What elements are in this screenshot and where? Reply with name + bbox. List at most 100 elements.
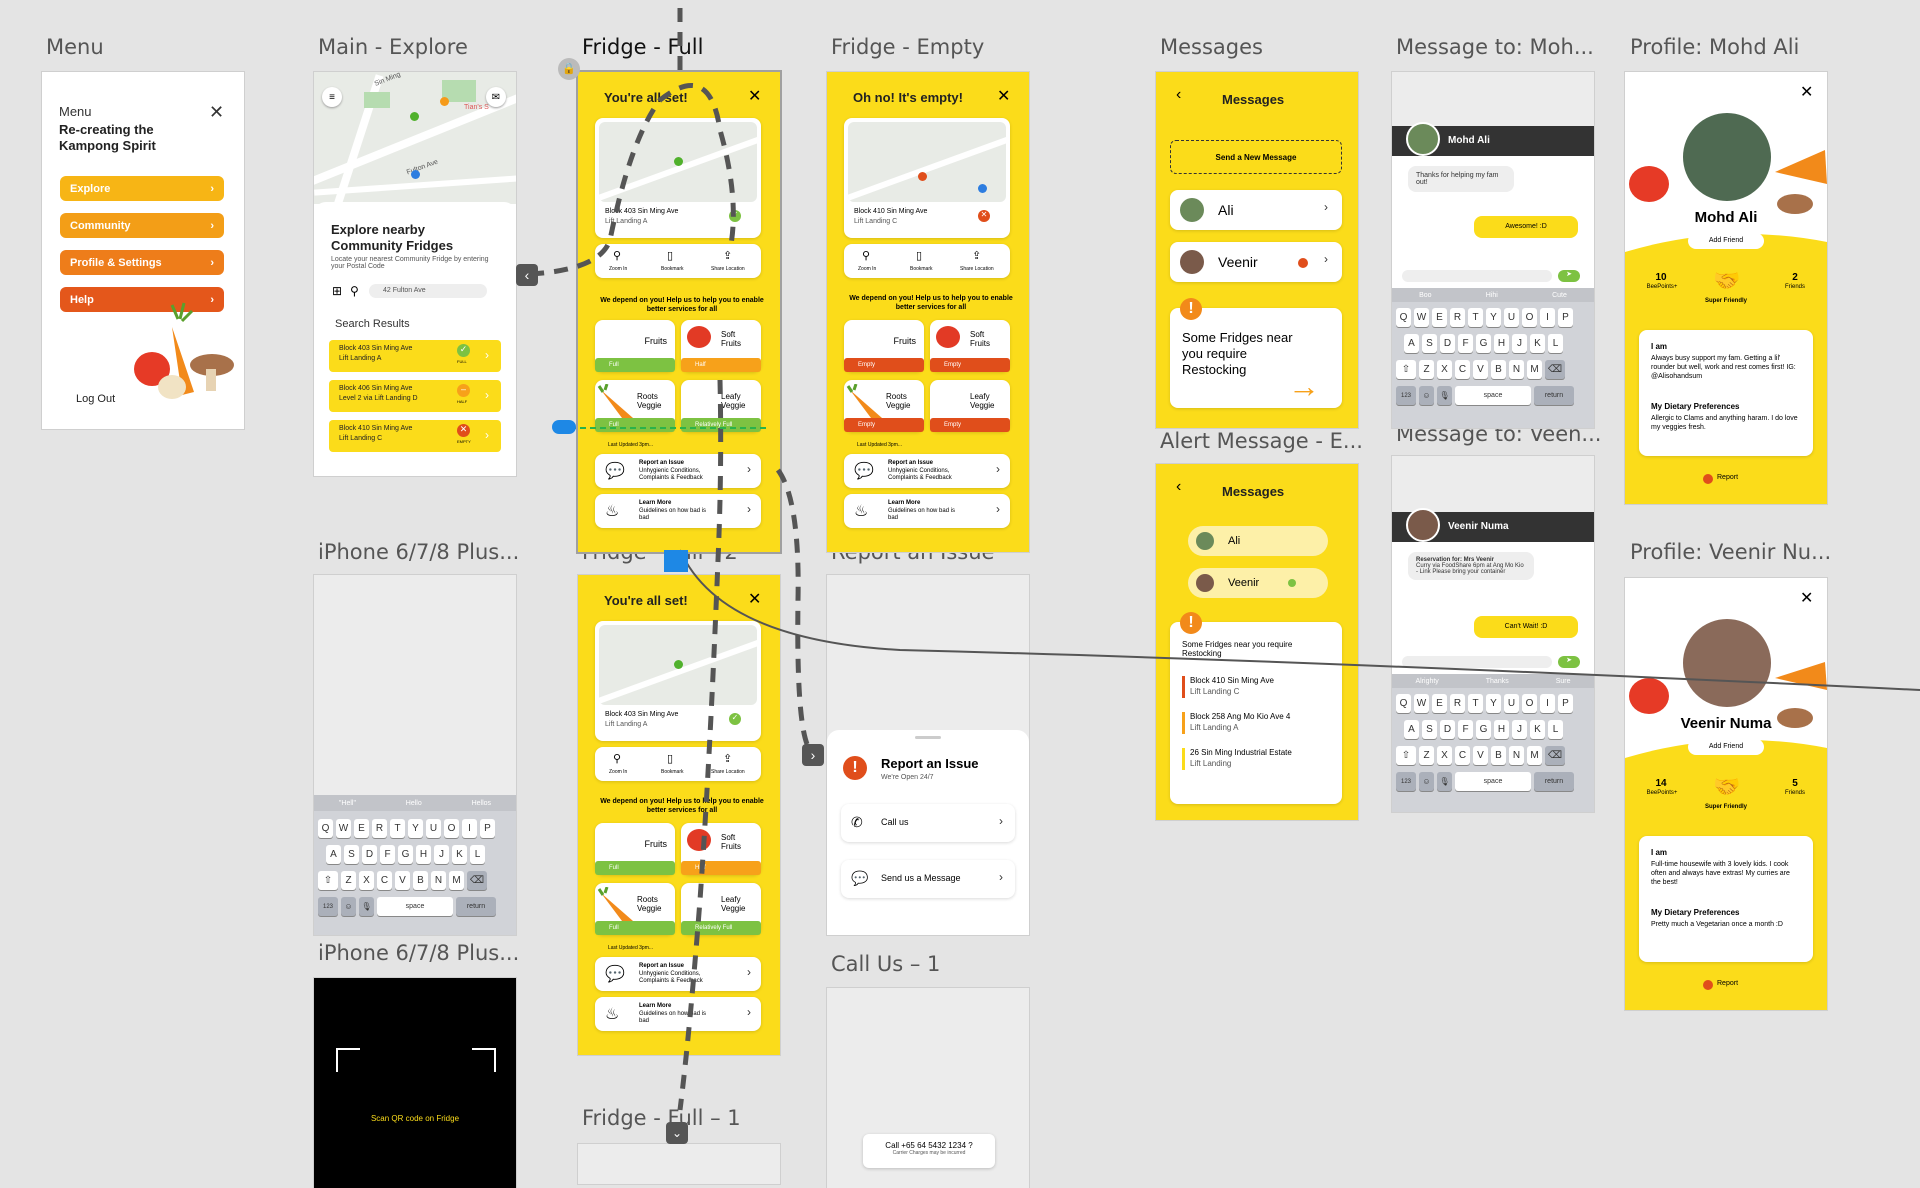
map-view[interactable] bbox=[599, 122, 757, 202]
key[interactable]: P bbox=[480, 819, 495, 838]
food-tile-fruits[interactable]: Fruits Empty bbox=[844, 320, 924, 372]
key[interactable]: R bbox=[1450, 694, 1465, 713]
key[interactable]: K bbox=[1530, 334, 1545, 353]
artboard-title-iphone-1[interactable]: iPhone 6/7/8 Plus... bbox=[318, 540, 520, 564]
key[interactable]: T bbox=[390, 819, 405, 838]
add-friend-button[interactable]: Add Friend bbox=[1688, 233, 1764, 249]
key[interactable]: N bbox=[1509, 746, 1524, 765]
key[interactable]: N bbox=[431, 871, 446, 890]
key[interactable]: Y bbox=[1486, 308, 1501, 327]
food-tile-fruits[interactable]: Fruits Full bbox=[595, 823, 675, 875]
fridge-line1[interactable]: Block 410 Sin Ming Ave bbox=[1190, 676, 1274, 685]
key[interactable]: I bbox=[1540, 308, 1555, 327]
key[interactable]: M bbox=[449, 871, 464, 890]
fridge-line1[interactable]: Block 258 Ang Mo Kio Ave 4 bbox=[1190, 712, 1291, 721]
key[interactable]: X bbox=[359, 871, 374, 890]
menu-community-button[interactable]: Community› bbox=[60, 213, 224, 238]
key[interactable]: F bbox=[380, 845, 395, 864]
emoji-key[interactable]: ☺ bbox=[1419, 772, 1434, 791]
key[interactable]: U bbox=[1504, 694, 1519, 713]
suggestion[interactable]: "Hell" bbox=[338, 799, 356, 807]
food-tile-soft-fruits[interactable]: Soft Fruits Half bbox=[681, 320, 761, 372]
wire-anchor-left-icon[interactable]: ‹ bbox=[516, 264, 538, 286]
key[interactable]: U bbox=[426, 819, 441, 838]
learn-more-card[interactable]: ♨ Learn More Guidelines on how bad is ba… bbox=[595, 997, 761, 1031]
menu-help-button[interactable]: Help› bbox=[60, 287, 224, 312]
backspace-key[interactable]: ⌫ bbox=[1545, 746, 1565, 765]
close-icon[interactable]: ✕ bbox=[748, 88, 762, 105]
key[interactable]: T bbox=[1468, 308, 1483, 327]
zoom-in-icon[interactable]: ⚲ bbox=[613, 250, 622, 262]
return-key[interactable]: return bbox=[1534, 386, 1574, 405]
key[interactable]: A bbox=[326, 845, 341, 864]
key[interactable]: O bbox=[444, 819, 459, 838]
wire-anchor-down-icon[interactable]: ⌄ bbox=[666, 1122, 688, 1144]
hamburger-icon[interactable]: ≡ bbox=[322, 87, 342, 107]
artboard-title-profile-veenir[interactable]: Profile: Veenir Nu... bbox=[1630, 540, 1832, 564]
key[interactable]: V bbox=[395, 871, 410, 890]
share-icon[interactable]: ⇪ bbox=[723, 250, 733, 262]
food-tile-leafy[interactable]: Leafy Veggie Empty bbox=[930, 380, 1010, 432]
key[interactable]: Q bbox=[318, 819, 333, 838]
key[interactable]: E bbox=[354, 819, 369, 838]
mail-icon[interactable]: ✉ bbox=[486, 87, 506, 107]
avatar[interactable] bbox=[1680, 616, 1774, 710]
artboard-title-message-moh[interactable]: Message to: Moh... bbox=[1396, 35, 1594, 59]
selection-handle[interactable] bbox=[664, 550, 688, 572]
map-pin-green[interactable] bbox=[410, 112, 419, 121]
fridge-map-card[interactable]: Block 410 Sin Ming Ave Lift Landing C ✕ bbox=[844, 118, 1010, 238]
key[interactable]: G bbox=[398, 845, 413, 864]
mic-icon[interactable]: 🎙 bbox=[1437, 386, 1452, 405]
selection-handle[interactable] bbox=[552, 420, 576, 434]
add-friend-button[interactable]: Add Friend bbox=[1688, 739, 1764, 755]
bookmark-icon[interactable]: ▯ bbox=[667, 250, 674, 262]
shift-key[interactable]: ⇧ bbox=[318, 871, 338, 890]
result-item[interactable]: Block 403 Sin Ming Ave Lift Landing A ✓ … bbox=[329, 340, 501, 372]
wire-anchor-right-icon[interactable]: › bbox=[802, 744, 824, 766]
back-icon[interactable]: ‹ bbox=[1176, 478, 1182, 495]
close-icon[interactable]: ✕ bbox=[1800, 84, 1814, 101]
food-tile-roots[interactable]: Roots Veggie Full bbox=[595, 883, 675, 935]
artboard-title-alert-message[interactable]: Alert Message - E... bbox=[1160, 429, 1363, 453]
artboard-title-call-us[interactable]: Call Us – 1 bbox=[831, 952, 941, 976]
contact-ali[interactable]: Ali › bbox=[1170, 190, 1342, 230]
artboard-title-fridge-full[interactable]: Fridge - Full bbox=[582, 35, 704, 59]
close-icon[interactable]: ✕ bbox=[997, 88, 1011, 105]
return-key[interactable]: return bbox=[456, 897, 496, 916]
key[interactable]: L bbox=[470, 845, 485, 864]
close-icon[interactable]: ✕ bbox=[748, 591, 762, 608]
emoji-key[interactable]: ☺ bbox=[1419, 386, 1434, 405]
artboard-title-fridge-full-1[interactable]: Fridge - Full – 1 bbox=[582, 1106, 741, 1130]
key[interactable]: D bbox=[1440, 720, 1455, 739]
key[interactable]: J bbox=[1512, 334, 1527, 353]
contact-ali[interactable]: Ali bbox=[1188, 526, 1328, 556]
key[interactable]: L bbox=[1548, 720, 1563, 739]
search-icon[interactable]: ⚲ bbox=[350, 284, 359, 298]
avatar[interactable] bbox=[1406, 508, 1440, 542]
shift-key[interactable]: ⇧ bbox=[1396, 360, 1416, 379]
food-tile-leafy[interactable]: Leafy Veggie Relatively Full bbox=[681, 883, 761, 935]
artboard-title-messages[interactable]: Messages bbox=[1160, 35, 1263, 59]
share-icon[interactable]: ⇪ bbox=[972, 250, 982, 262]
key[interactable]: E bbox=[1432, 308, 1447, 327]
sheet-handle[interactable] bbox=[915, 736, 941, 739]
shift-key[interactable]: ⇧ bbox=[1396, 746, 1416, 765]
space-key[interactable]: space bbox=[1455, 386, 1531, 405]
key[interactable]: U bbox=[1504, 308, 1519, 327]
suggestion[interactable]: Cute bbox=[1552, 291, 1567, 299]
qr-icon[interactable]: ⊞ bbox=[332, 284, 343, 298]
key[interactable]: W bbox=[1414, 694, 1429, 713]
bookmark-icon[interactable]: ▯ bbox=[916, 250, 923, 262]
key[interactable]: R bbox=[372, 819, 387, 838]
emoji-key[interactable]: ☺ bbox=[341, 897, 356, 916]
artboard-title-profile-ali[interactable]: Profile: Mohd Ali bbox=[1630, 35, 1800, 59]
food-tile-roots[interactable]: Roots Veggie Full bbox=[595, 380, 675, 432]
mic-icon[interactable]: 🎙 bbox=[1437, 772, 1452, 791]
key[interactable]: Y bbox=[1486, 694, 1501, 713]
avatar[interactable] bbox=[1406, 122, 1440, 156]
map-view[interactable]: Sin Ming Fulton Ave Tian's S ≡ ✉ bbox=[314, 72, 516, 204]
suggestion[interactable]: Sure bbox=[1555, 677, 1571, 685]
key[interactable]: S bbox=[1422, 720, 1437, 739]
avatar[interactable] bbox=[1680, 110, 1774, 204]
key[interactable]: X bbox=[1437, 746, 1452, 765]
